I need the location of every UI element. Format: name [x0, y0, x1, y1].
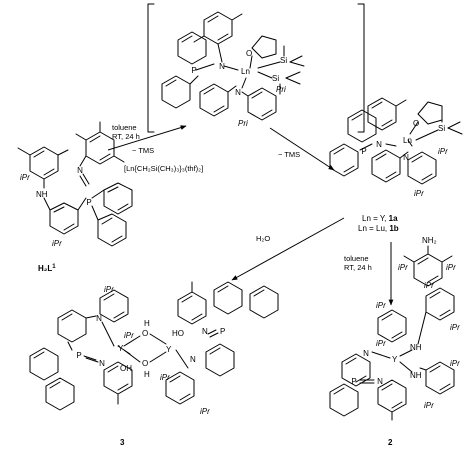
ligand-structure: P N NH iPr iPr H₂L1 [17, 121, 133, 273]
product1-ln-atom: Ln [403, 136, 412, 145]
intermediate-p-atom: P [191, 66, 196, 75]
compound-2-structure: N P N Y NH NH iPr iPr iPr iPr iPr iPr 2 [329, 281, 460, 447]
product1-n-atom-2: N [403, 153, 409, 162]
intermediate-ln-atom: Ln [241, 67, 250, 76]
ligand-ipr-label-1: iPr [20, 173, 30, 182]
aniline-ipr-label-1: iPr [398, 263, 408, 272]
aniline-structure: NH₂ iPr iPr [398, 236, 456, 287]
compound3-y-atom-1: Y [118, 344, 124, 353]
product1-ipr-label-1: iPr [438, 147, 448, 156]
intermediate-n-atom-1: N [219, 62, 225, 71]
step3-solvent: toluene [344, 254, 369, 263]
compound3-y-atom-2: Y [166, 345, 172, 354]
product-1-structure: P N N Ln O Si iPr iPr Ln = Y, 1a Ln = Lu… [329, 97, 463, 233]
intermediate-o-atom: O [246, 49, 252, 58]
ligand-ipr-label-2: iPr [52, 239, 62, 248]
compound3-n-atom-4: N [190, 355, 196, 364]
compound-2-label: 2 [388, 438, 393, 447]
compound2-ipr-label-4: iPr [450, 323, 460, 332]
reaction-arrow-3 [231, 217, 345, 281]
compound3-n-atom-3: N [202, 327, 208, 336]
compound3-n-atom-1: N [96, 314, 102, 323]
ligand-label: H₂L1 [38, 264, 56, 273]
compound2-ipr-label-2: iPr [376, 339, 386, 348]
product1-label-lu: Ln = Lu, 1b [358, 224, 399, 233]
compound2-y-atom: Y [392, 355, 398, 364]
compound2-n-atom-1: N [363, 349, 369, 358]
ligand-nh-atom: NH [36, 190, 48, 199]
compound-3-structure: N P N Y O O H H OH HO Y N P N iPr iPr iP… [29, 281, 279, 447]
product1-si-atom: Si [438, 124, 445, 133]
compound3-n-atom-2: N [99, 359, 105, 368]
intermediate-si-atom-2: Si [272, 74, 279, 83]
compound2-p-atom: P [351, 377, 356, 386]
step1-reagent: [Ln{CH₂Si(CH₃)₃}₃(thf)₂] [124, 164, 203, 173]
ligand-p-atom: P [86, 198, 91, 207]
compound3-h-atom-1: H [144, 319, 150, 328]
step1-byproduct: − TMS [132, 146, 154, 155]
step1-solvent: toluene [112, 123, 137, 132]
compound2-ipr-label-3: iPr [424, 281, 434, 290]
ligand-n-atom: N [77, 166, 83, 175]
intermediate-pri-label-2: Pri [238, 119, 248, 128]
compound2-nh-atom-2: NH [410, 371, 422, 380]
intermediate-si-atom-1: Si [280, 56, 287, 65]
compound3-ipr-label-3: iPr [160, 373, 170, 382]
aniline-ipr-label-2: iPr [446, 263, 456, 272]
product1-p-atom: P [361, 147, 366, 156]
compound3-p-atom-2: P [220, 327, 225, 336]
compound3-oh-left: OH [120, 364, 132, 373]
product1-n-atom-1: N [376, 140, 382, 149]
compound3-ipr-label-2: iPr [124, 331, 134, 340]
compound-3-label: 3 [120, 438, 125, 447]
compound3-ipr-label-4: iPr [200, 407, 210, 416]
compound2-nh-atom-1: NH [410, 343, 422, 352]
reaction-arrow-2 [269, 127, 335, 171]
compound2-ipr-label-5: iPr [450, 359, 460, 368]
compound3-o-atom-1: O [142, 329, 148, 338]
reaction-arrow-1 [107, 125, 187, 151]
intermediate-n-atom-2: N [235, 88, 241, 97]
compound3-p-atom-1: P [76, 351, 81, 360]
compound3-o-atom-2: O [142, 359, 148, 368]
compound3-ho-right: HO [172, 329, 184, 338]
intermediate-structure: P N N Ln O Si Si Pri Pri [147, 3, 365, 133]
product1-label-y: Ln = Y, 1a [362, 214, 398, 223]
step3-conditions: RT, 24 h [344, 263, 372, 272]
compound2-n-atom-2: N [377, 377, 383, 386]
aniline-nh2: NH₂ [422, 236, 437, 245]
step1-conditions: RT, 24 h [112, 132, 140, 141]
compound2-ipr-label-6: iPr [424, 401, 434, 410]
intermediate-pri-label-1: Pri [276, 85, 286, 94]
compound2-ipr-label-1: iPr [376, 301, 386, 310]
compound3-ipr-label-1: iPr [104, 285, 114, 294]
step2-byproduct: − TMS [278, 150, 300, 159]
step-water-reagent: H₂O [256, 234, 270, 243]
product1-o-atom: O [413, 119, 419, 128]
compound3-h-atom-2: H [144, 370, 150, 379]
product1-ipr-label-2: iPr [414, 189, 424, 198]
